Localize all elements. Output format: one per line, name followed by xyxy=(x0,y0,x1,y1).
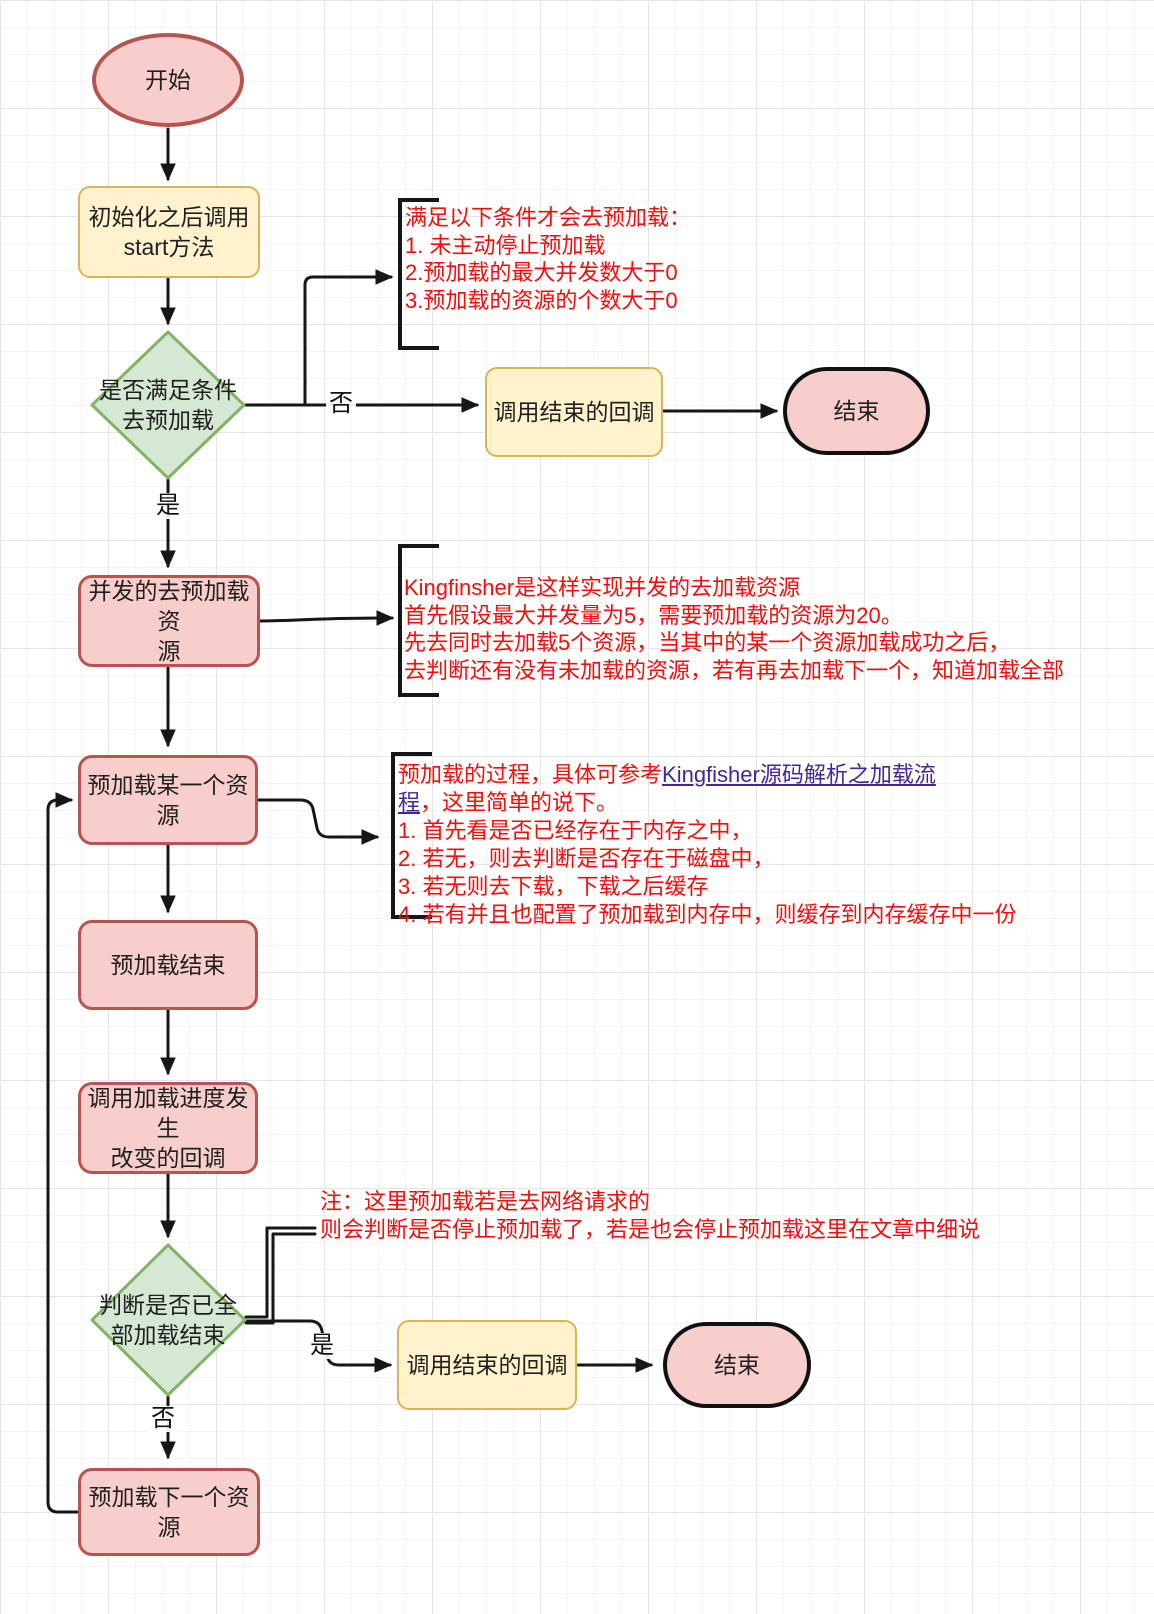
node-end2-label: 结束 xyxy=(714,1352,760,1378)
decision-diamond-cond2 xyxy=(90,1243,247,1397)
annotation-conditions-line1: 满足以下条件才会去预加载： xyxy=(405,205,692,230)
node-preload-done: 预加载结束 xyxy=(78,920,258,1010)
node-cond2-line1: 判断是否已全 xyxy=(99,1292,237,1318)
node-progress-line1: 调用加载进度发生 xyxy=(87,1085,249,1141)
node-callback2-label: 调用结束的回调 xyxy=(406,1352,568,1378)
annotation-conditions-line4: 3.预加载的资源的个数大于0 xyxy=(405,287,678,313)
decision-diamond-cond1 xyxy=(90,330,246,480)
node-progress: 调用加载进度发生 改变的回调 xyxy=(78,1082,258,1174)
edge-label-yes1: 是 xyxy=(153,493,183,519)
node-cond1-line1: 是否满足条件 xyxy=(99,377,237,403)
annotation-process-paragraph: 预加载的过程，具体可参考Kingfisher源码解析之加载流程，这里简单的说下。 xyxy=(398,761,958,817)
node-init-line1: 初始化之后调用 xyxy=(88,204,250,230)
edge-label-no1: 否 xyxy=(326,391,356,417)
edge-loop-preload-next-to-preload-one xyxy=(46,792,80,1514)
node-preload-done-label: 预加载结束 xyxy=(110,952,226,978)
annotation-conditions-line2: 1. 未主动停止预加载 xyxy=(405,232,606,258)
node-concurrent: 并发的去预加载资 源 xyxy=(78,575,260,667)
annotation-conditions-line3: 2.预加载的最大并发数大于0 xyxy=(405,260,678,285)
node-start-label: 开始 xyxy=(145,67,191,93)
annotation-note-line2: 则会判断是否停止预加载了，若是也会停止预加载这里在文章中细说 xyxy=(320,1216,981,1242)
annotation-process-prefix: 预加载的过程，具体可参考 xyxy=(398,762,663,787)
annotation-concurrent-line4: 去判断还有没有未加载的资源，若有再去加载下一个，知道加载全部 xyxy=(404,657,1065,683)
node-preload-next: 预加载下一个资源 xyxy=(78,1468,260,1556)
edge-preload-one-to-annotation3 xyxy=(256,798,380,845)
annotation-process-item1: 1. 首先看是否已经存在于内存之中， xyxy=(398,818,753,843)
node-concurrent-line2: 源 xyxy=(157,638,181,664)
annotation-concurrent-line3: 先去同时去加载5个资源，当其中的某一个资源加载成功之后， xyxy=(404,630,1011,655)
annotation-concurrent-line1: Kingfinsher是这样实现并发的去加载资源 xyxy=(404,575,801,600)
node-cond1-line2: 去预加载 xyxy=(122,407,214,433)
node-end1-label: 结束 xyxy=(833,398,880,424)
node-cond2-label: 判断是否已全 部加载结束 xyxy=(92,1275,244,1365)
node-callback2: 调用结束的回调 xyxy=(397,1320,577,1410)
node-concurrent-line1: 并发的去预加载资 xyxy=(88,578,250,634)
node-preload-next-label: 预加载下一个资源 xyxy=(88,1484,250,1540)
annotation-note: 注：这里预加载若是去网络请求的 则会判断是否停止预加载了，若是也会停止预加载这里… xyxy=(320,1188,980,1243)
bracket-annotation1 xyxy=(398,198,439,350)
node-init-line2: start方法 xyxy=(123,234,215,260)
annotation-process-item4: 4. 若有并且也配置了预加载到内存中，则缓存到内存缓存中一份 xyxy=(398,902,1017,927)
edge-cond2-to-note-outer xyxy=(244,1226,317,1319)
bracket-annotation3 xyxy=(391,752,432,919)
annotation-note-line1: 注：这里预加载若是去网络请求的 xyxy=(320,1189,651,1214)
bracket-annotation2 xyxy=(398,544,439,697)
annotation-concurrent-line2: 首先假设最大并发量为5，需要预加载的资源为20。 xyxy=(404,602,903,628)
node-callback1: 调用结束的回调 xyxy=(485,367,663,457)
node-callback1-label: 调用结束的回调 xyxy=(493,399,655,425)
node-progress-line2: 改变的回调 xyxy=(110,1145,226,1171)
node-cond2-line2: 部加载结束 xyxy=(110,1322,226,1348)
edge-concurrent-to-annotation2 xyxy=(258,610,395,626)
annotation-conditions: 满足以下条件才会去预加载： 1. 未主动停止预加载 2.预加载的最大并发数大于0… xyxy=(405,204,691,314)
node-start: 开始 xyxy=(92,33,244,127)
annotation-process: 预加载的过程，具体可参考Kingfisher源码解析之加载流程，这里简单的说下。… xyxy=(398,761,1017,929)
node-cond1-label: 是否满足条件 去预加载 xyxy=(92,360,244,450)
edge-label-yes2: 是 xyxy=(307,1333,337,1359)
node-preload-one: 预加载某一个资源 xyxy=(78,755,258,845)
node-preload-one-label: 预加载某一个资源 xyxy=(87,772,249,828)
annotation-process-suffix: ，这里简单的说下。 xyxy=(420,790,619,815)
annotation-concurrent: Kingfinsher是这样实现并发的去加载资源 首先假设最大并发量为5，需要预… xyxy=(404,574,1064,684)
edge-cond2-to-note-inner xyxy=(244,1232,317,1325)
node-end1: 结束 xyxy=(783,367,930,455)
node-end2: 结束 xyxy=(663,1322,811,1408)
annotation-process-link[interactable]: Kingfisher源码解析之加载流程 xyxy=(398,762,936,815)
edge-label-no2: 否 xyxy=(148,1406,178,1432)
node-init: 初始化之后调用 start方法 xyxy=(78,186,260,278)
annotation-process-item3: 3. 若无则去下载，下载之后缓存 xyxy=(398,874,709,899)
edge-cond1-to-annotation1 xyxy=(303,269,394,407)
annotation-process-item2: 2. 若无，则去判断是否存在于磁盘中， xyxy=(398,846,775,871)
